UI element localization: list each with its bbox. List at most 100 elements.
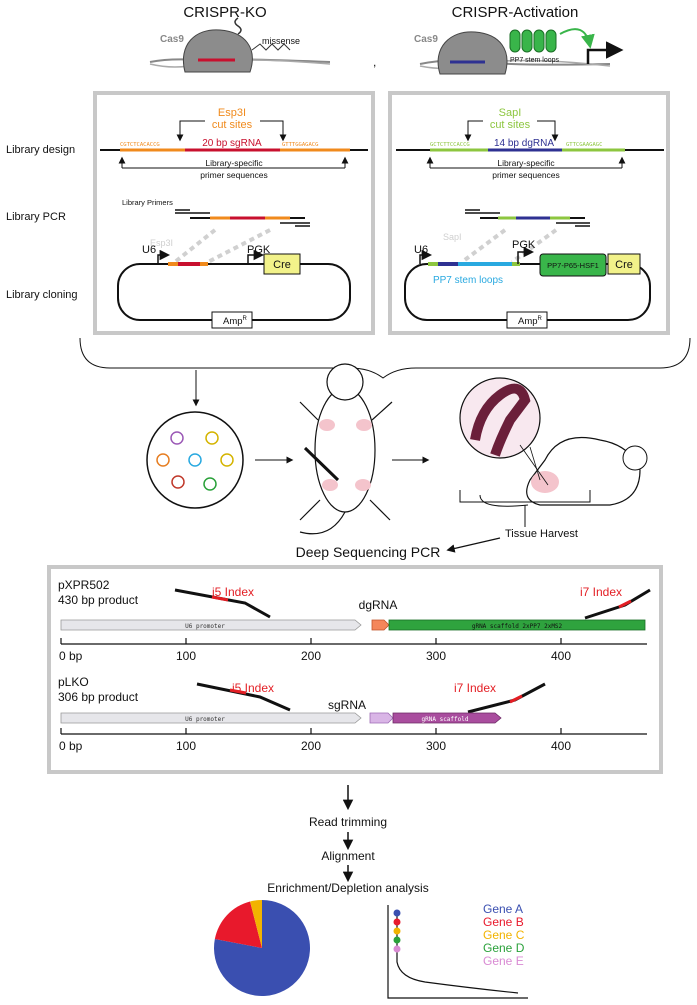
- act-guide: 14 bp dgRNA: [494, 138, 554, 149]
- act-digest-label: SapI: [443, 232, 462, 242]
- act-stem-loops: PP7 stem loops: [433, 275, 503, 286]
- vec2-scaffold-label: gRNA scaffold: [422, 716, 469, 723]
- rank-plot-curve: [396, 913, 519, 994]
- ko-panel: [93, 91, 375, 335]
- vec2-promoter: [60, 712, 362, 724]
- axis-tick-label: 300: [426, 649, 446, 663]
- act-primer-line1: Library-specific: [497, 158, 555, 168]
- legend-entry: Gene B: [483, 915, 524, 929]
- gene-pie-chart: [213, 900, 310, 996]
- vec1-promoter: [60, 619, 362, 631]
- panel-brace: [79, 337, 691, 379]
- axis-tick-label: 400: [551, 739, 571, 753]
- step-enrichment: Enrichment/Depletion analysis: [267, 881, 428, 895]
- act-activator-box: [539, 253, 607, 277]
- tissue-harvest-label: Tissue Harvest: [505, 528, 578, 540]
- vec1-i5-primer: [174, 588, 271, 619]
- axis-tick-label: 100: [176, 649, 196, 663]
- missense-label: missense: [262, 36, 300, 46]
- legend-entry: Gene C: [483, 928, 525, 942]
- act-u6: U6: [414, 244, 428, 256]
- axis-tick-label: 0 bp: [59, 649, 83, 663]
- rank-plot: [387, 905, 528, 999]
- rank-dot: [393, 909, 401, 917]
- vec2-guide-box: [369, 712, 394, 724]
- vec2-i7: i7 Index: [454, 681, 496, 695]
- act-primer-line2: primer sequences: [492, 170, 560, 180]
- step-alignment: Alignment: [321, 849, 375, 863]
- axis-tick-label: 400: [551, 649, 571, 663]
- act-left-site: GCTCTTCCACCG: [430, 142, 470, 148]
- virus-pool: [146, 411, 244, 509]
- vec1-product: 430 bp product: [58, 593, 139, 607]
- row-label-design: Library design: [6, 144, 75, 156]
- ko-cre: Cre: [273, 259, 291, 271]
- vec2-promoter-label: U6 promoter: [185, 716, 225, 723]
- legend-entry: Gene D: [483, 941, 525, 955]
- vec2-product: 306 bp product: [58, 690, 139, 704]
- axis-tick-label: 200: [301, 739, 321, 753]
- rank-plot-axes: [387, 905, 528, 999]
- ko-cas9-label: Cas9: [160, 34, 184, 45]
- vec1-guide-box: [371, 619, 390, 631]
- ko-u6: U6: [142, 244, 156, 256]
- ko-primer-line2: primer sequences: [200, 170, 268, 180]
- vec2-axis: 0 bp 100 200 300 400: [59, 728, 647, 753]
- ko-enzyme: Esp3I: [218, 107, 246, 119]
- rank-dot: [393, 936, 401, 944]
- ko-left-site: CGTCTCACACCG: [120, 142, 160, 148]
- axis-tick-label: 0 bp: [59, 739, 83, 753]
- act-title: CRISPR-Activation: [452, 4, 579, 21]
- act-enzyme: SapI: [499, 107, 522, 119]
- ko-amp-box: [211, 311, 253, 329]
- vec2-scaffold: [392, 712, 502, 724]
- act-cre-box: [607, 253, 641, 275]
- mouse-injection: [299, 363, 393, 535]
- vec1-i5: i5 Index: [212, 585, 254, 599]
- vec2-guide: sgRNA: [328, 698, 366, 712]
- rank-dot: [393, 918, 401, 926]
- ko-right-site: GTTTGGAGACG: [282, 142, 318, 148]
- vec1-promoter-label: U6 promoter: [185, 623, 225, 630]
- axis-tick-label: 300: [426, 739, 446, 753]
- axis-tick-label: 200: [301, 649, 321, 663]
- pie-slice: [250, 900, 262, 948]
- act-cre: Cre: [615, 259, 633, 271]
- legend-entry: Gene E: [483, 954, 524, 968]
- act-cut-sites: cut sites: [490, 119, 531, 131]
- ko-digest-label: Esp3I: [150, 238, 173, 248]
- vec2-name: pLKO: [58, 675, 89, 689]
- tissue-bracket: [459, 490, 591, 503]
- ko-cre-box: [263, 253, 301, 275]
- act-cas9-illustration: [419, 28, 624, 75]
- deep-seq-panel: [47, 565, 663, 774]
- ko-primer-line1: Library-specific: [205, 158, 263, 168]
- row-label-cloning: Library cloning: [6, 289, 78, 301]
- act-activator: PP7-P65-HSF1: [547, 261, 599, 270]
- ko-cas9-illustration: [149, 17, 331, 73]
- legend-entry: Gene A: [483, 902, 523, 916]
- ko-primers-label: Library Primers: [122, 198, 173, 207]
- act-right-site: GTTCGAAGAGC: [566, 142, 602, 148]
- act-pgk: PGK: [512, 239, 536, 251]
- header-separator: ,: [373, 55, 376, 69]
- ko-cut-sites: cut sites: [212, 119, 253, 131]
- vec1-name: pXPR502: [58, 578, 110, 592]
- ko-amp: AmpR: [223, 316, 248, 327]
- vec1-axis: 0 bp 100 200 300 400: [59, 638, 647, 663]
- step-read-trimming: Read trimming: [309, 815, 387, 829]
- ko-title: CRISPR-KO: [183, 4, 266, 21]
- pie-slice: [214, 901, 262, 948]
- axis-tick-label: 100: [176, 739, 196, 753]
- mouse-tissue: [459, 377, 648, 507]
- vec1-guide: dgRNA: [359, 598, 398, 612]
- ko-pgk: PGK: [247, 244, 271, 256]
- vec1-i7: i7 Index: [580, 585, 622, 599]
- act-amp: AmpR: [518, 316, 543, 327]
- ko-guide: 20 bp sgRNA: [202, 138, 262, 149]
- vec1-scaffold: [388, 619, 646, 631]
- act-amp-box: [506, 311, 548, 329]
- act-cas9-label: Cas9: [414, 34, 438, 45]
- vec1-scaffold-label: gRNA scaffold 2xPP7 2xMS2: [472, 623, 563, 630]
